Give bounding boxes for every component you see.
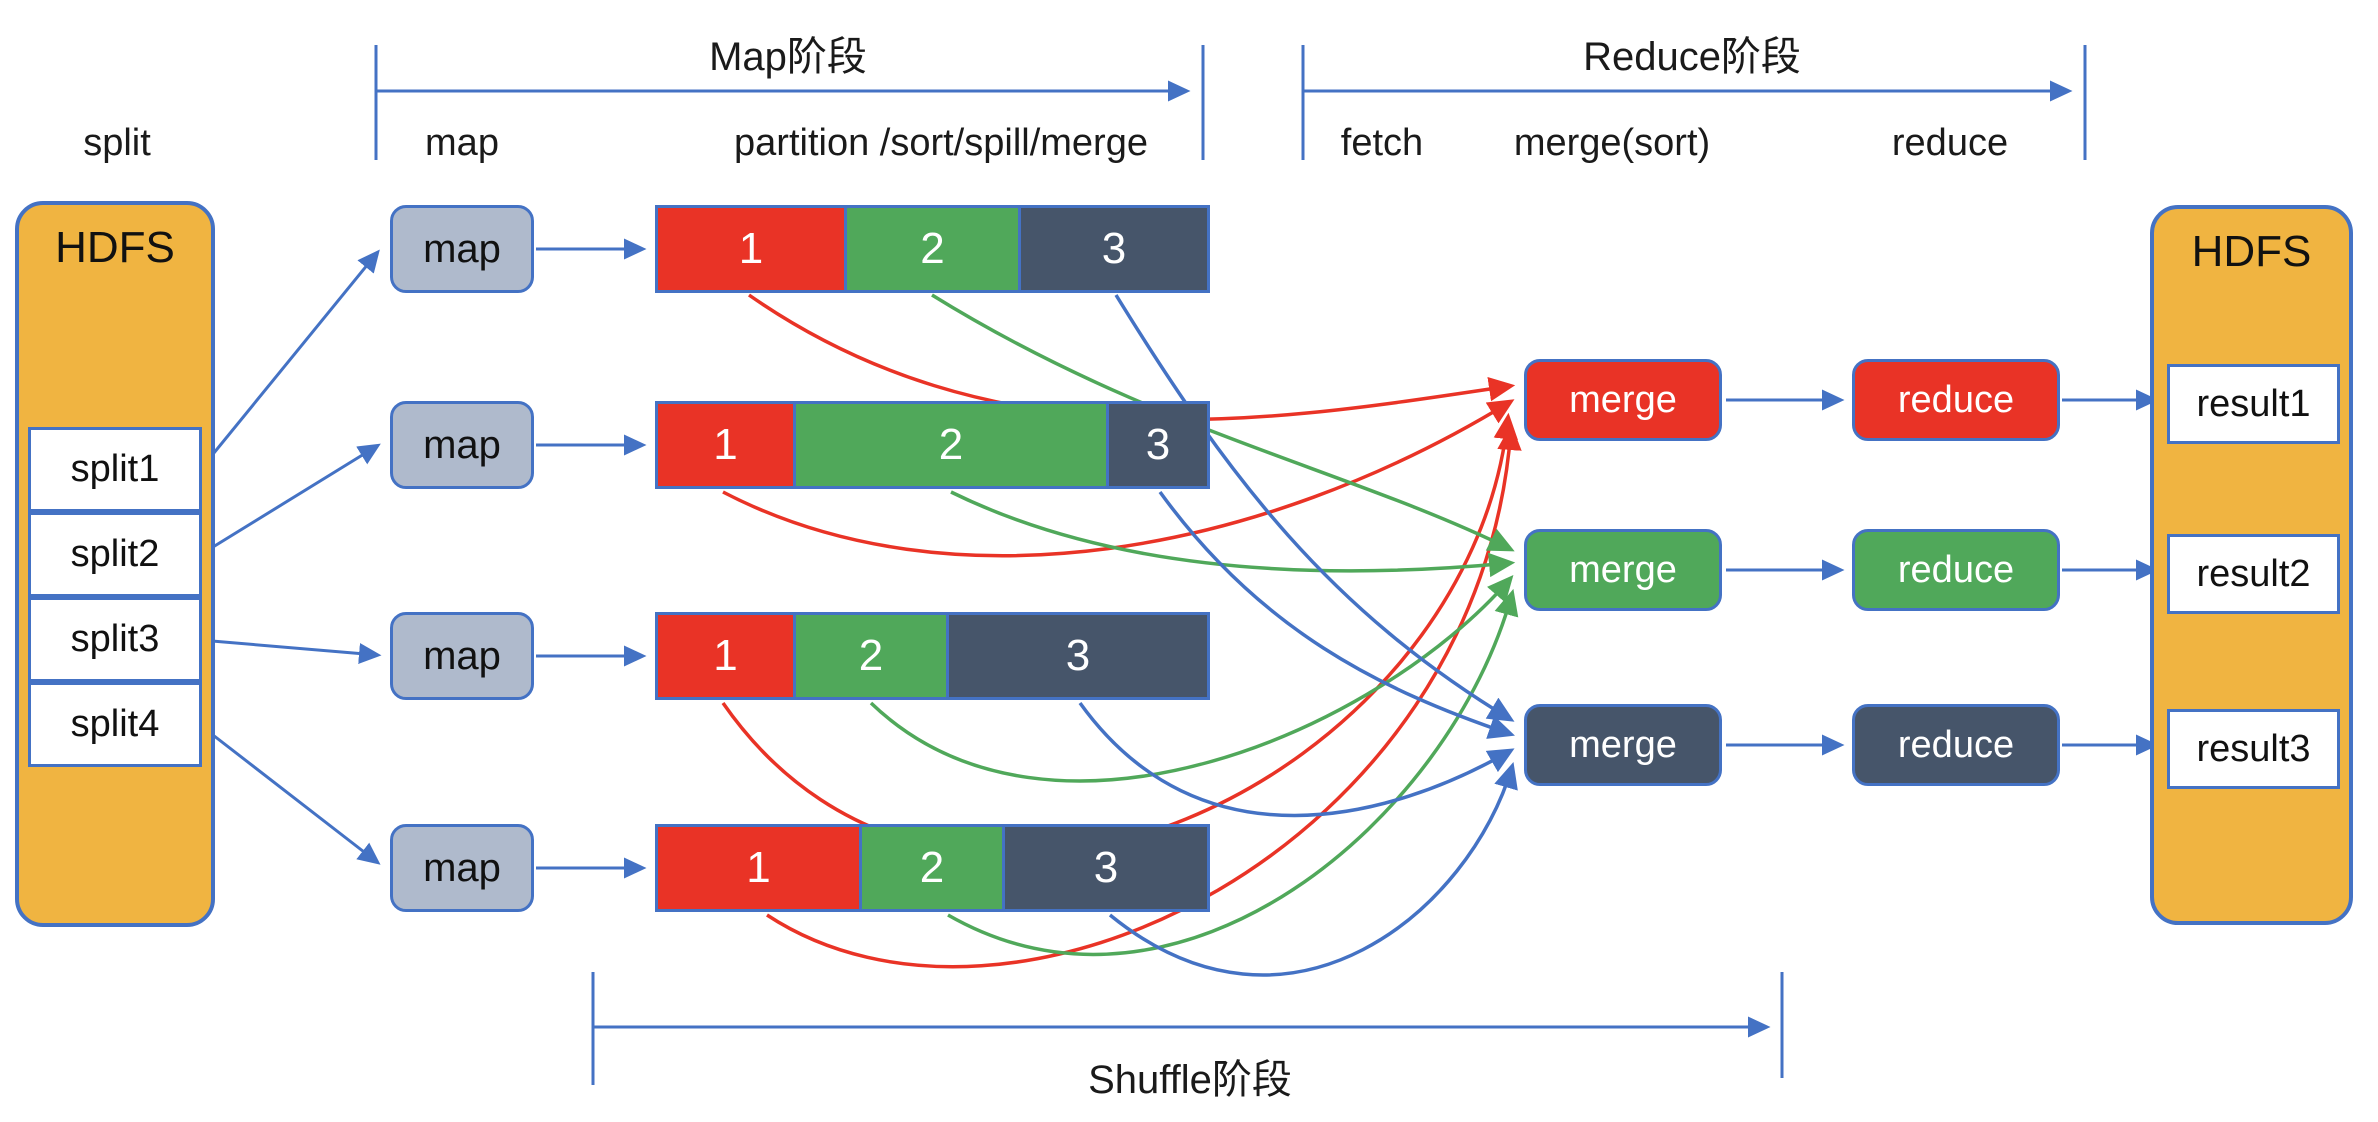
split-item-3: split3 bbox=[28, 597, 202, 682]
hdfs-input-box: HDFS split1 split2 split3 split4 bbox=[15, 201, 215, 927]
merge-box-green: merge bbox=[1524, 529, 1722, 611]
hdfs-output-box: HDFS result1 result2 result3 bbox=[2150, 205, 2353, 925]
reduce-phase-label: Reduce阶段 bbox=[1583, 35, 1801, 79]
split-item-4: split4 bbox=[28, 682, 202, 767]
result-item-3: result3 bbox=[2167, 709, 2340, 789]
partition-segment-green: 2 bbox=[793, 615, 949, 697]
merge-box-slate: merge bbox=[1524, 704, 1722, 786]
hdfs-output-title: HDFS bbox=[2191, 227, 2312, 276]
partition-segment-red: 1 bbox=[658, 208, 844, 290]
column-label-map: map bbox=[425, 121, 499, 164]
column-label-fetch: fetch bbox=[1340, 121, 1424, 164]
map-task-box-3: map bbox=[390, 612, 534, 700]
map-phase-label: Map阶段 bbox=[709, 35, 867, 79]
hdfs-input-title: HDFS bbox=[55, 223, 175, 272]
shuffle-blue-arrows bbox=[1078, 294, 1518, 977]
partition-bar-2: 1 2 3 bbox=[655, 401, 1210, 489]
partition-segment-slate: 3 bbox=[1109, 404, 1207, 486]
map-task-box-1: map bbox=[390, 205, 534, 293]
partition-bar-4: 1 2 3 bbox=[655, 824, 1210, 912]
reduce-box-slate: reduce bbox=[1852, 704, 2060, 786]
partition-bar-1: 1 2 3 bbox=[655, 205, 1210, 293]
split-item-2: split2 bbox=[28, 512, 202, 597]
reduce-box-red: reduce bbox=[1852, 359, 2060, 441]
column-label-partition: partition /sort/spill/merge bbox=[734, 121, 1148, 164]
column-label-merge-sort: merge(sort) bbox=[1513, 121, 1711, 164]
map-task-box-2: map bbox=[390, 401, 534, 489]
map-task-box-4: map bbox=[390, 824, 534, 912]
map-to-partition-arrows bbox=[536, 238, 647, 879]
map-phase-bracket bbox=[374, 45, 1205, 160]
split-item-1: split1 bbox=[28, 427, 202, 512]
column-label-reduce: reduce bbox=[1891, 121, 2009, 164]
partition-segment-red: 1 bbox=[658, 827, 859, 909]
partition-segment-green: 2 bbox=[859, 827, 1005, 909]
merge-box-red: merge bbox=[1524, 359, 1722, 441]
result-item-1: result1 bbox=[2167, 364, 2340, 444]
shuffle-green-arrows bbox=[869, 293, 1519, 957]
partition-segment-green: 2 bbox=[844, 208, 1021, 290]
partition-segment-red: 1 bbox=[658, 615, 793, 697]
merge-to-reduce-arrows bbox=[1726, 389, 1845, 756]
partition-segment-red: 1 bbox=[658, 404, 793, 486]
partition-segment-slate: 3 bbox=[1021, 208, 1207, 290]
partition-segment-slate: 3 bbox=[949, 615, 1207, 697]
shuffle-phase-label: Shuffle阶段 bbox=[1088, 1058, 1292, 1102]
split-to-map-arrows bbox=[198, 249, 382, 865]
reduce-to-result-arrows bbox=[2062, 389, 2159, 756]
reduce-box-green: reduce bbox=[1852, 529, 2060, 611]
column-label-split: split bbox=[83, 121, 151, 164]
partition-bar-3: 1 2 3 bbox=[655, 612, 1210, 700]
partition-segment-green: 2 bbox=[793, 404, 1109, 486]
reduce-phase-bracket bbox=[1301, 45, 2087, 160]
partition-segment-slate: 3 bbox=[1005, 827, 1207, 909]
shuffle-phase-bracket bbox=[591, 972, 1784, 1085]
result-item-2: result2 bbox=[2167, 534, 2340, 614]
